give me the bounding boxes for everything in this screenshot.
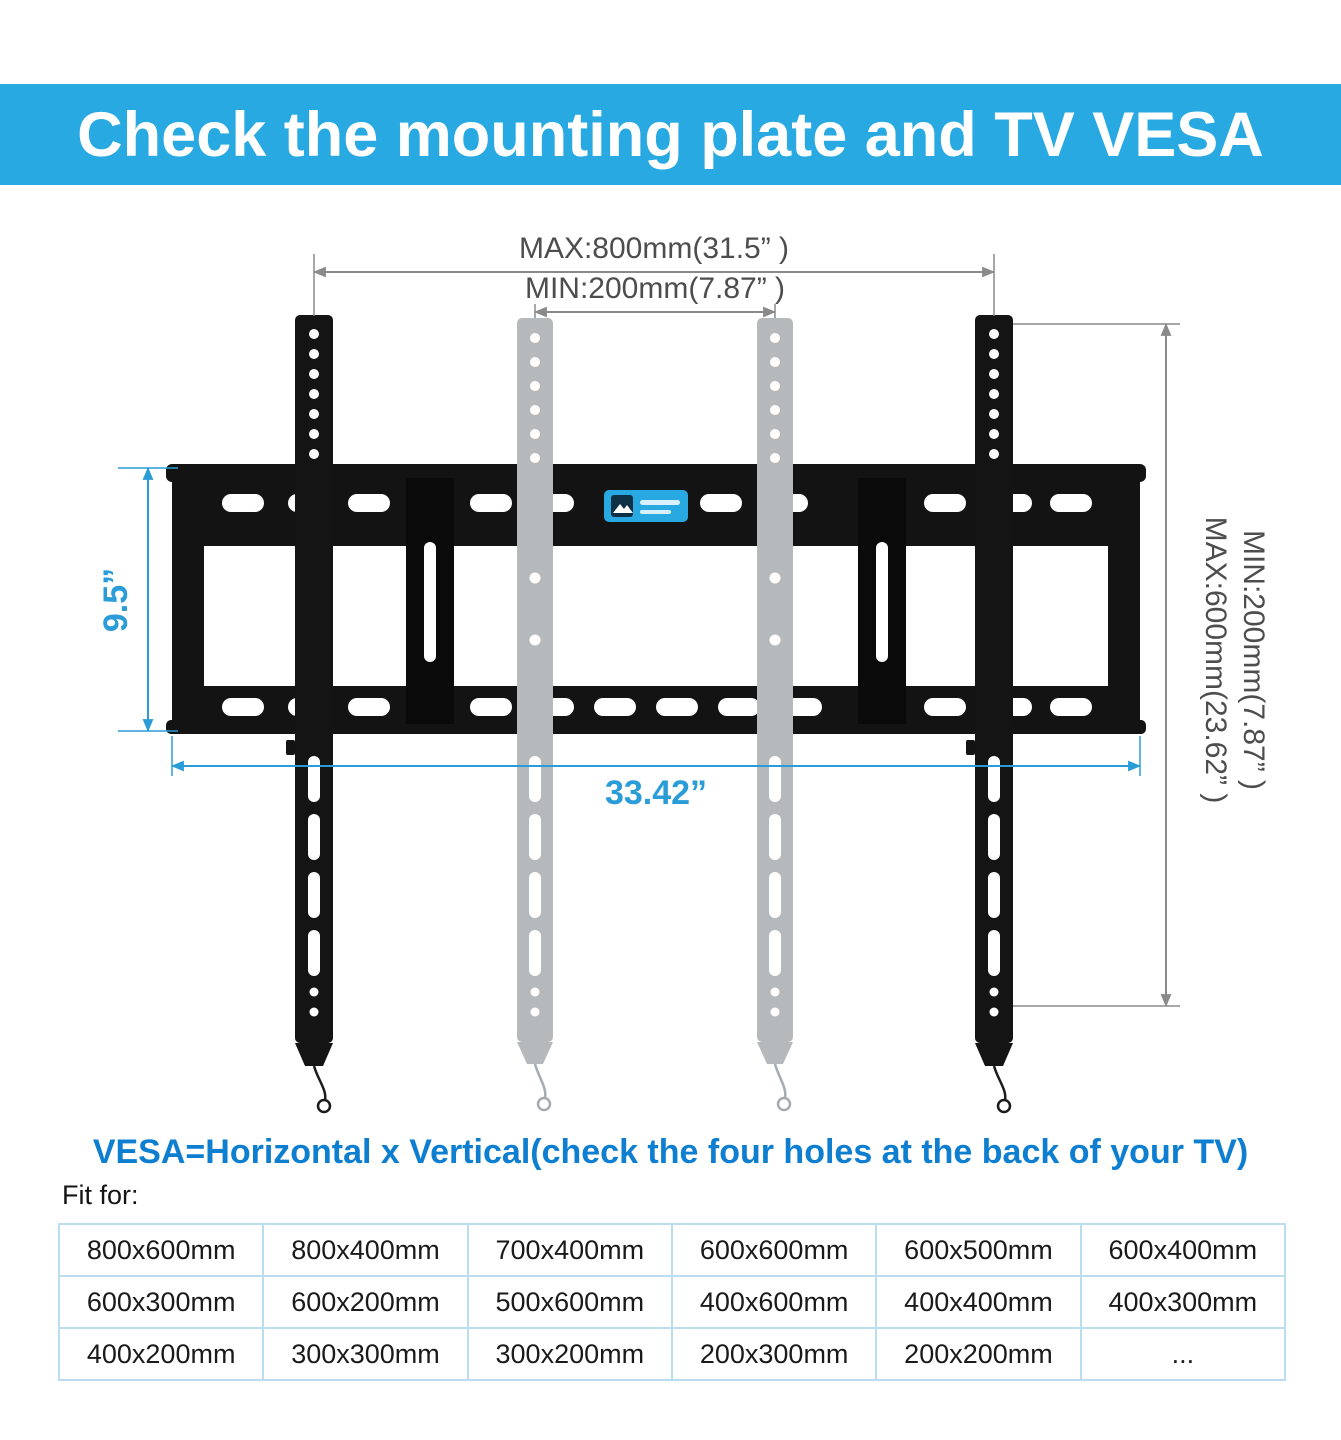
safety-cord bbox=[773, 1063, 787, 1099]
dim-plate-height: 9.5” bbox=[97, 466, 178, 733]
plate-arm-connector-right bbox=[858, 478, 906, 724]
vesa-cell: 200x200mm bbox=[875, 1327, 1082, 1381]
cord-loop bbox=[536, 1096, 552, 1112]
vesa-cell: 500x600mm bbox=[466, 1275, 673, 1329]
vesa-cell: 600x200mm bbox=[262, 1275, 469, 1329]
vesa-cell: 800x600mm bbox=[57, 1223, 265, 1277]
dim-plate-height-label: 9.5” bbox=[97, 568, 135, 632]
header-banner: Check the mounting plate and TV VESA bbox=[0, 84, 1341, 185]
lock-screw-right bbox=[966, 740, 975, 755]
vesa-cell: 600x400mm bbox=[1079, 1223, 1287, 1277]
page-title: Check the mounting plate and TV VESA bbox=[77, 99, 1264, 170]
fit-for-label: Fit for: bbox=[62, 1180, 139, 1210]
vesa-heading: VESA=Horizontal x Vertical(check the fou… bbox=[92, 1133, 1249, 1171]
vesa-cell: ... bbox=[1079, 1327, 1287, 1381]
dim-plate-width: 33.42” bbox=[170, 736, 1142, 812]
right-vertical-bracket bbox=[975, 315, 1013, 1114]
brand-logo bbox=[604, 490, 688, 522]
vesa-cell: 400x600mm bbox=[670, 1275, 878, 1329]
dim-vertical-range: MAX:600mm(23.62” ) MIN:200mm(7.87” ) bbox=[1013, 322, 1270, 1008]
table-row: 800x600mm 800x400mm 700x400mm 600x600mm … bbox=[57, 1223, 1287, 1277]
dim-max-width-label: MAX:800mm(31.5” ) bbox=[519, 232, 789, 265]
vesa-cell: 800x400mm bbox=[262, 1223, 469, 1277]
cord-loop bbox=[316, 1098, 332, 1114]
vesa-cell: 400x200mm bbox=[57, 1327, 265, 1381]
dim-plate-width-label: 33.42” bbox=[605, 774, 707, 812]
vesa-table: 800x600mm 800x400mm 700x400mm 600x600mm … bbox=[57, 1223, 1287, 1381]
table-row: 600x300mm 600x200mm 500x600mm 400x600mm … bbox=[57, 1275, 1287, 1329]
safety-cord bbox=[533, 1063, 547, 1099]
dim-max-height-label: MAX:600mm(23.62” ) bbox=[1199, 517, 1232, 804]
mounting-plate bbox=[166, 464, 1146, 755]
vesa-cell: 600x600mm bbox=[670, 1223, 878, 1277]
safety-cord bbox=[312, 1065, 327, 1101]
vesa-cell: 400x300mm bbox=[1079, 1275, 1287, 1329]
left-vertical-bracket bbox=[295, 315, 333, 1114]
vesa-cell: 200x300mm bbox=[670, 1327, 878, 1381]
left-bracket-holes bbox=[308, 329, 320, 1017]
vesa-cell: 700x400mm bbox=[466, 1223, 673, 1277]
vesa-cell: 400x400mm bbox=[875, 1275, 1082, 1329]
vesa-cell: 300x200mm bbox=[466, 1327, 673, 1381]
table-row: 400x200mm 300x300mm 300x200mm 200x300mm … bbox=[57, 1327, 1287, 1381]
safety-cord bbox=[992, 1065, 1007, 1101]
lock-screw-left bbox=[286, 740, 295, 755]
ghost-bracket-left-holes bbox=[529, 333, 541, 1017]
dim-min-height-label: MIN:200mm(7.87” ) bbox=[1237, 530, 1270, 790]
vesa-cell: 300x300mm bbox=[262, 1327, 469, 1381]
vesa-cell: 600x300mm bbox=[57, 1275, 265, 1329]
vesa-cell: 600x500mm bbox=[875, 1223, 1082, 1277]
dim-min-width-label: MIN:200mm(7.87” ) bbox=[525, 272, 785, 305]
dim-max-width: MAX:800mm(31.5” ) bbox=[312, 232, 996, 316]
cord-loop bbox=[776, 1096, 792, 1112]
ghost-bracket-right bbox=[757, 318, 793, 1112]
dim-min-width: MIN:200mm(7.87” ) bbox=[525, 272, 785, 318]
plate-arm-connector-left bbox=[406, 478, 454, 724]
ghost-bracket-left bbox=[517, 318, 553, 1112]
right-bracket-holes bbox=[988, 329, 1000, 1017]
cord-loop bbox=[996, 1098, 1012, 1114]
